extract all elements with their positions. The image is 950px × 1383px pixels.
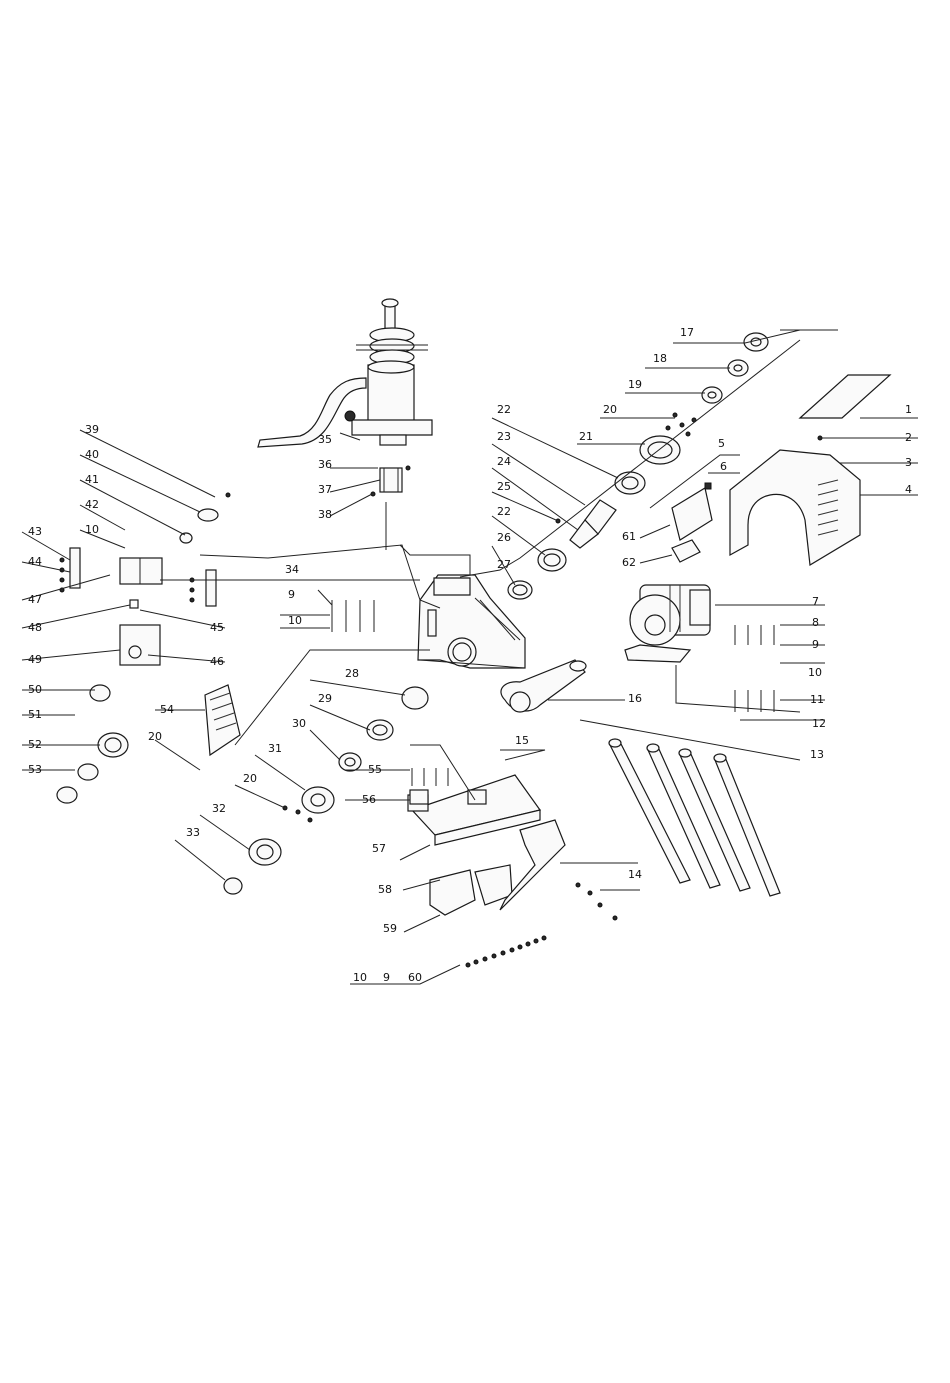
- callout-46: 46: [210, 655, 224, 668]
- callout-15: 15: [515, 734, 529, 747]
- callout-50: 50: [28, 683, 42, 696]
- bolts-34-part: [332, 600, 374, 632]
- parts-drawing: [57, 299, 890, 967]
- callout-42: 42: [85, 498, 99, 511]
- callout-36: 36: [318, 458, 332, 471]
- callout-55: 55: [368, 763, 382, 776]
- callout-17: 17: [680, 326, 694, 339]
- motor-screws-part: [735, 625, 774, 712]
- callout-14: 14: [628, 868, 642, 881]
- callout-59: 59: [383, 922, 397, 935]
- callout-39: 39: [85, 423, 99, 436]
- callout-10-left: 10: [85, 523, 99, 536]
- callout-13: 13: [810, 748, 824, 761]
- callout-58: 58: [378, 883, 392, 896]
- callout-20-left: 20: [148, 730, 162, 743]
- callout-25: 25: [497, 480, 511, 493]
- small-shield-part: [672, 483, 712, 562]
- motor-part: [625, 585, 710, 662]
- bolt-row-part: [466, 936, 546, 967]
- callout-54: 54: [160, 703, 174, 716]
- callout-8: 8: [812, 616, 819, 629]
- callout-33: 33: [186, 826, 200, 839]
- callout-1: 1: [905, 403, 912, 416]
- callout-27: 27: [497, 558, 511, 571]
- callout-22-lower: 22: [497, 505, 511, 518]
- cover-guard-part: [730, 375, 890, 565]
- callout-41: 41: [85, 473, 99, 486]
- callout-9-right: 9: [812, 638, 819, 651]
- callout-51: 51: [28, 708, 42, 721]
- callout-56: 56: [362, 793, 376, 806]
- callout-22-top: 22: [497, 403, 511, 416]
- callout-31: 31: [268, 742, 282, 755]
- bolts-55-part: [410, 768, 448, 804]
- callout-11: 11: [810, 693, 824, 706]
- callout-20-top: 20: [603, 403, 617, 416]
- left-assembly-part: [57, 493, 240, 803]
- callout-29: 29: [318, 692, 332, 705]
- callout-57: 57: [372, 842, 386, 855]
- callout-26: 26: [497, 531, 511, 544]
- callout-7: 7: [812, 595, 819, 608]
- callout-35: 35: [318, 433, 332, 446]
- callout-9-middle: 9: [288, 588, 295, 601]
- callout-61: 61: [622, 530, 636, 543]
- callout-44: 44: [28, 555, 42, 568]
- callout-3: 3: [905, 456, 912, 469]
- callout-47: 47: [28, 593, 42, 606]
- callout-5: 5: [718, 437, 725, 450]
- callout-49: 49: [28, 653, 42, 666]
- callout-48: 48: [28, 621, 42, 634]
- callout-10-middle: 10: [288, 614, 302, 627]
- callout-16: 16: [628, 692, 642, 705]
- callout-9-bottom: 9: [383, 971, 390, 984]
- callout-28: 28: [345, 667, 359, 680]
- callout-12: 12: [812, 717, 826, 730]
- drive-shaft-parts: [224, 687, 428, 894]
- callout-62: 62: [622, 556, 636, 569]
- callout-24: 24: [497, 455, 511, 468]
- callout-21: 21: [579, 430, 593, 443]
- callout-30: 30: [292, 717, 306, 730]
- spindle-head-part: [258, 299, 432, 447]
- callout-38: 38: [318, 508, 332, 521]
- callout-37: 37: [318, 483, 332, 496]
- callout-6: 6: [720, 460, 727, 473]
- callout-4: 4: [905, 483, 912, 496]
- callout-23: 23: [497, 430, 511, 443]
- base-plate-part: [408, 775, 540, 845]
- callout-2: 2: [905, 431, 912, 444]
- callout-40: 40: [85, 448, 99, 461]
- callout-18: 18: [653, 352, 667, 365]
- callout-32: 32: [212, 802, 226, 815]
- callout-45: 45: [210, 621, 224, 634]
- callout-43: 43: [28, 525, 42, 538]
- callout-19: 19: [628, 378, 642, 391]
- callout-52: 52: [28, 738, 42, 751]
- callout-60: 60: [408, 971, 422, 984]
- callout-10-right: 10: [808, 666, 822, 679]
- callout-34: 34: [285, 563, 299, 576]
- callout-20-middle: 20: [243, 772, 257, 785]
- callout-53: 53: [28, 763, 42, 776]
- callout-10-bottom: 10: [353, 971, 367, 984]
